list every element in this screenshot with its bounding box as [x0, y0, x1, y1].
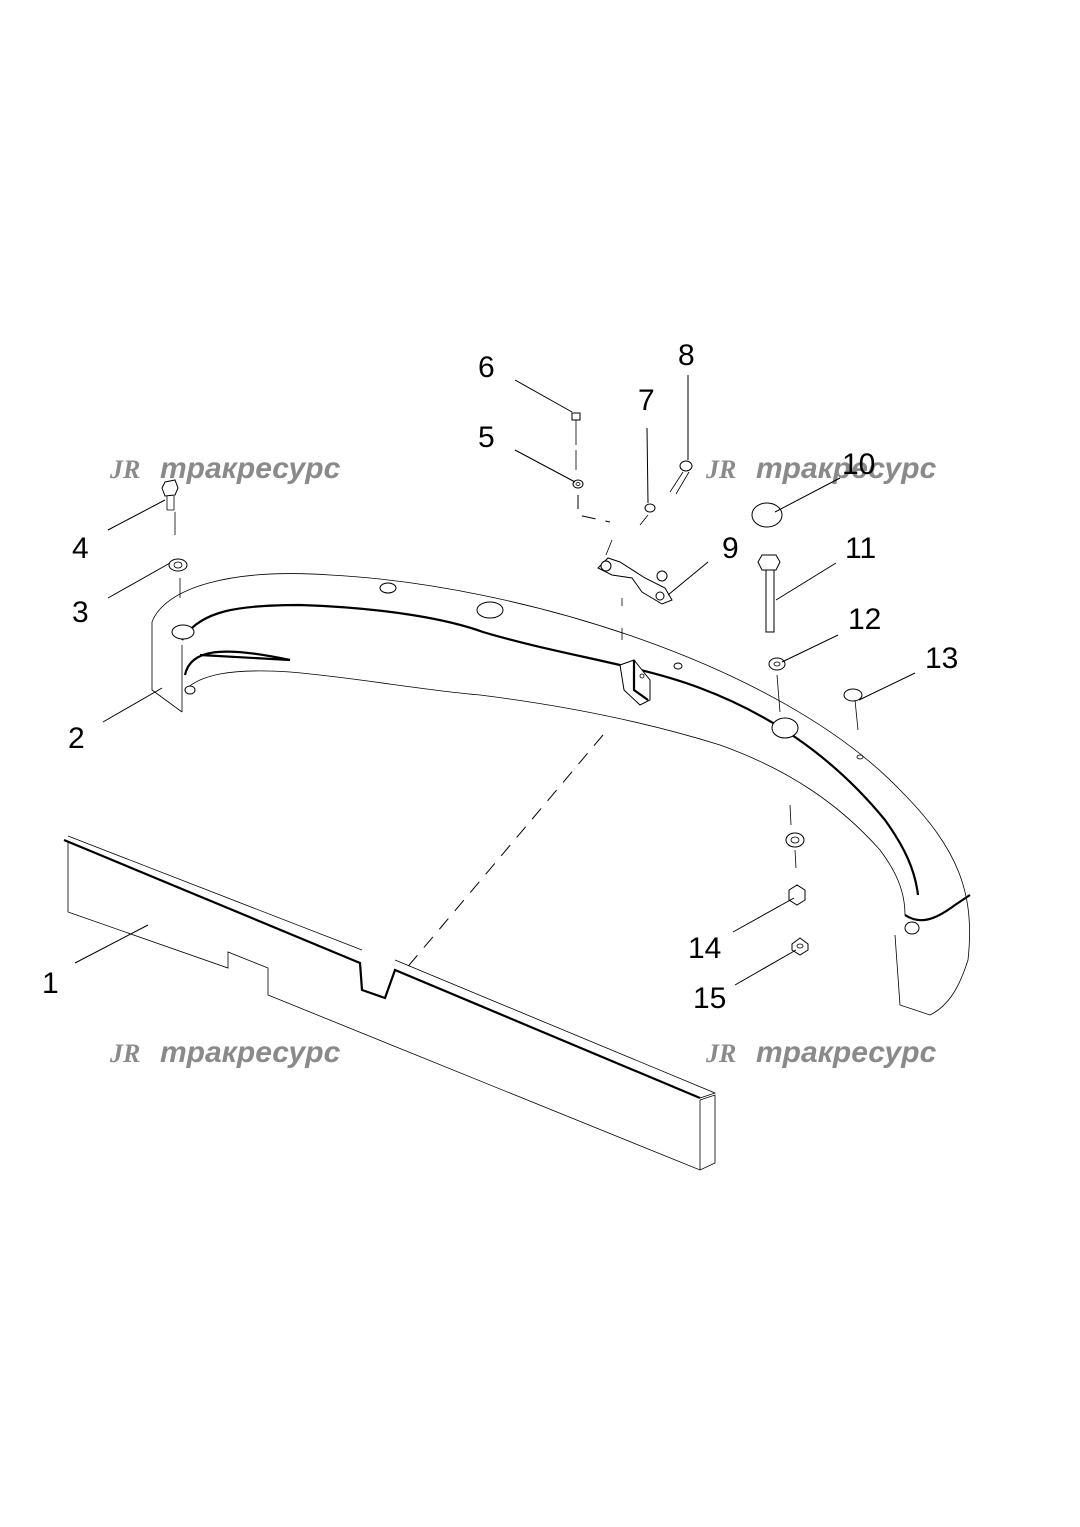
- nut-icon: [791, 937, 809, 956]
- watermark-bottom-left: JR тракресурс: [109, 1036, 341, 1069]
- cap-icon: [843, 688, 864, 760]
- callout-14: 14: [688, 932, 721, 965]
- bracket-icon: [619, 659, 651, 706]
- callout-12: 12: [848, 603, 881, 636]
- bolt-icon: [161, 479, 179, 511]
- callout-15: 15: [693, 982, 726, 1015]
- nut-icon: [644, 503, 656, 513]
- watermark-top-left: JR тракресурс: [109, 452, 341, 485]
- bolt-icon: [669, 460, 693, 495]
- bolt-icon: [757, 554, 781, 633]
- watermark-text: тракресурс: [756, 452, 937, 485]
- assembly-lines: [174, 450, 797, 971]
- watermark-top-right: JR тракресурс: [705, 452, 937, 485]
- washer-icon: [768, 657, 786, 671]
- callout-5: 5: [478, 421, 495, 454]
- watermark-logo: JR: [109, 455, 140, 484]
- callouts: 1 2 3 4 5 6 7 8 9 10 11 12 13 14 15: [42, 339, 958, 1015]
- plate-icon: [63, 835, 717, 1171]
- washer-icon: [785, 832, 805, 848]
- bracket-icon: [597, 557, 673, 605]
- bolt-icon: [571, 412, 581, 445]
- callout-7: 7: [638, 384, 655, 417]
- washer-icon: [168, 558, 188, 572]
- watermark-bottom-right: JR тракресурс: [705, 1036, 937, 1069]
- cap-icon: [751, 502, 783, 528]
- callout-1: 1: [42, 967, 59, 1000]
- callout-4: 4: [72, 532, 89, 565]
- leader-lines: [74, 375, 916, 986]
- watermark-logo: JR: [705, 1039, 736, 1068]
- callout-8: 8: [678, 339, 695, 372]
- watermark-text: тракресурс: [160, 452, 341, 485]
- watermark-text: тракресурс: [756, 1036, 937, 1069]
- watermark-text: тракресурс: [160, 1036, 341, 1069]
- nut-icon: [788, 884, 806, 906]
- watermark-logo: JR: [109, 1039, 140, 1068]
- callout-2: 2: [68, 722, 85, 755]
- callout-3: 3: [72, 596, 89, 629]
- washer-icon: [572, 479, 584, 489]
- bumper-bar-icon: [151, 573, 971, 1016]
- callout-10: 10: [842, 448, 875, 481]
- watermark-logo: JR: [705, 455, 736, 484]
- callout-11: 11: [845, 532, 876, 565]
- callout-6: 6: [478, 351, 495, 384]
- callout-9: 9: [722, 532, 739, 565]
- callout-13: 13: [925, 642, 958, 675]
